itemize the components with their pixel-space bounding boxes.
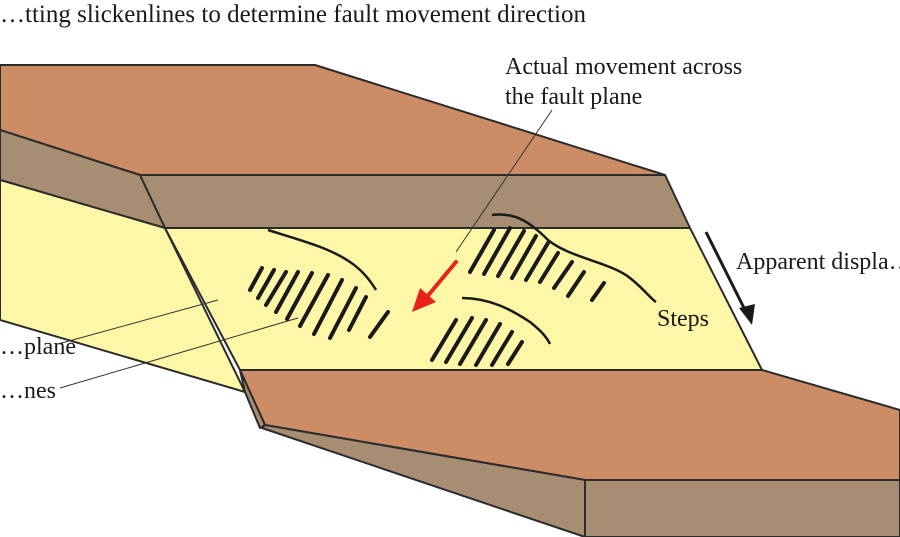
leader-actual-movement	[455, 109, 553, 253]
label-slickenlines: …nes	[0, 378, 56, 404]
lower-block-side-left	[239, 369, 266, 429]
upper-block	[0, 64, 691, 229]
slickenlines-right-lower-group	[430, 316, 524, 367]
lower-block	[239, 369, 900, 537]
leader-fault-plane	[57, 299, 219, 345]
actual-movement-arrow	[412, 260, 458, 312]
step-curve-right-lower	[461, 296, 552, 345]
step-curve-left	[267, 228, 378, 291]
label-fault-plane: …plane	[0, 334, 76, 360]
label-actual-movement-line2: the fault plane	[505, 84, 642, 110]
label-steps: Steps	[657, 306, 709, 332]
leader-lines	[57, 109, 553, 389]
label-apparent-displacement: Apparent displa…	[736, 249, 900, 275]
lower-block-top-surface	[239, 369, 900, 481]
step-curve-right-upper	[491, 213, 657, 304]
slickenlines-right-upper-group	[468, 226, 606, 302]
upper-block-top-surface	[0, 64, 666, 176]
slickenlines-left-group	[248, 266, 390, 340]
diagram-title: …tting slickenlines to determine fault m…	[0, 1, 586, 28]
label-actual-movement-line1: Actual movement across	[505, 54, 742, 80]
upper-block-side-front	[139, 174, 691, 229]
leader-slickenlines	[59, 317, 299, 389]
apparent-displacement-arrow	[704, 231, 755, 325]
